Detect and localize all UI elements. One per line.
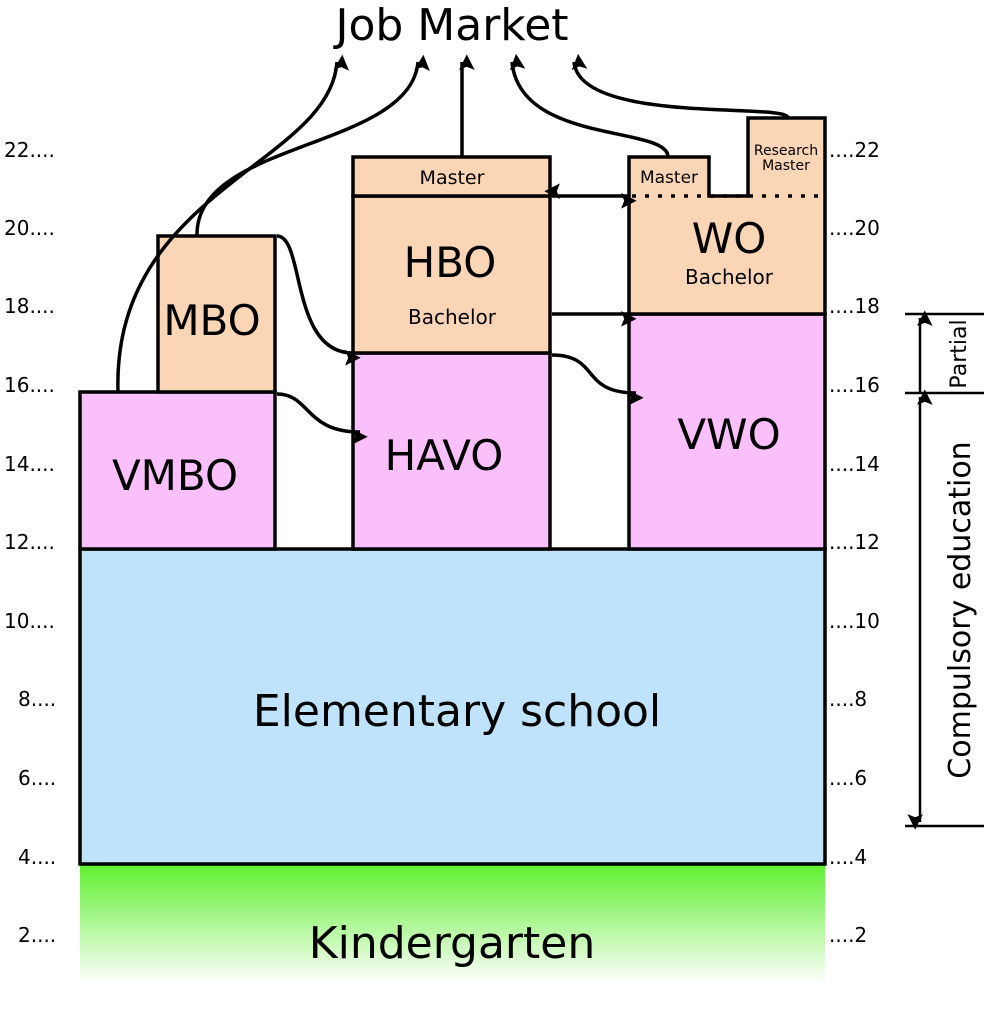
age-tick: ....18	[829, 294, 880, 318]
havo-label: HAVO	[385, 431, 504, 480]
arrow-vmbo-to-job-market	[116, 54, 350, 393]
wo-box	[627, 116, 827, 316]
job-market-title: Job Market	[332, 0, 568, 51]
age-tick: ....4	[829, 845, 867, 869]
research-master-label-1: Research	[754, 143, 818, 159]
elementary-label: Elementary school	[253, 686, 661, 737]
age-tick: ....8	[829, 687, 867, 711]
compulsory-education-brackets: Partial Compulsory education	[905, 310, 984, 830]
vwo-label: VWO	[677, 410, 780, 459]
arrow-mbo-to-job-market	[195, 54, 430, 237]
vwo-box	[627, 312, 827, 551]
age-axis-left: 22.... 20.... 18.... 16.... 14.... 12...…	[4, 138, 56, 947]
hbo-bachelor-label: Bachelor	[408, 305, 497, 329]
age-tick: 20....	[4, 216, 55, 240]
compulsory-education-label: Compulsory education	[943, 441, 978, 778]
age-tick: 4....	[18, 845, 56, 869]
age-axis-right: ....22 ....20 ....18 ....16 ....14 ....1…	[829, 138, 880, 947]
age-tick: ....6	[829, 766, 867, 790]
age-tick: 22....	[4, 138, 55, 162]
havo-box	[351, 351, 552, 551]
age-tick: ....16	[829, 373, 880, 397]
arrow-vmbo-to-havo	[276, 392, 368, 445]
wo-label: WO	[692, 214, 767, 263]
age-tick: ....22	[829, 138, 880, 162]
age-tick: 16....	[4, 373, 55, 397]
mbo-label: MBO	[163, 296, 260, 345]
arrow-mbo-to-hbo	[276, 234, 361, 366]
age-tick: 6....	[18, 766, 56, 790]
kindergarten-label: Kindergarten	[309, 918, 595, 969]
age-tick: 8....	[18, 687, 56, 711]
partial-label: Partial	[947, 319, 972, 388]
hbo-master-label: Master	[420, 167, 485, 189]
age-tick: 2....	[18, 923, 56, 947]
age-tick: 18....	[4, 294, 55, 318]
age-tick: ....20	[829, 216, 880, 240]
hbo-box	[351, 194, 552, 355]
arrow-havo-to-vwo	[551, 353, 644, 406]
kindergarten-box	[80, 864, 825, 984]
age-tick: ....2	[829, 923, 867, 947]
hbo-label: HBO	[404, 238, 497, 287]
age-tick: 12....	[4, 530, 55, 554]
mbo-box	[156, 234, 277, 394]
elementary-box	[78, 547, 827, 866]
vmbo-label: VMBO	[112, 451, 238, 500]
age-tick: 10....	[4, 609, 55, 633]
age-tick: ....14	[829, 452, 880, 476]
hbo-master-box	[351, 155, 552, 198]
wo-master-label: Master	[640, 168, 698, 188]
age-tick: ....10	[829, 609, 880, 633]
research-master-label-2: Master	[762, 158, 810, 174]
arrow-wo-master-to-job-market	[509, 53, 670, 158]
age-tick: 14....	[4, 452, 55, 476]
wo-bachelor-label: Bachelor	[685, 265, 774, 289]
arrow-research-master-to-job-market	[571, 53, 790, 120]
age-tick: ....12	[829, 530, 880, 554]
